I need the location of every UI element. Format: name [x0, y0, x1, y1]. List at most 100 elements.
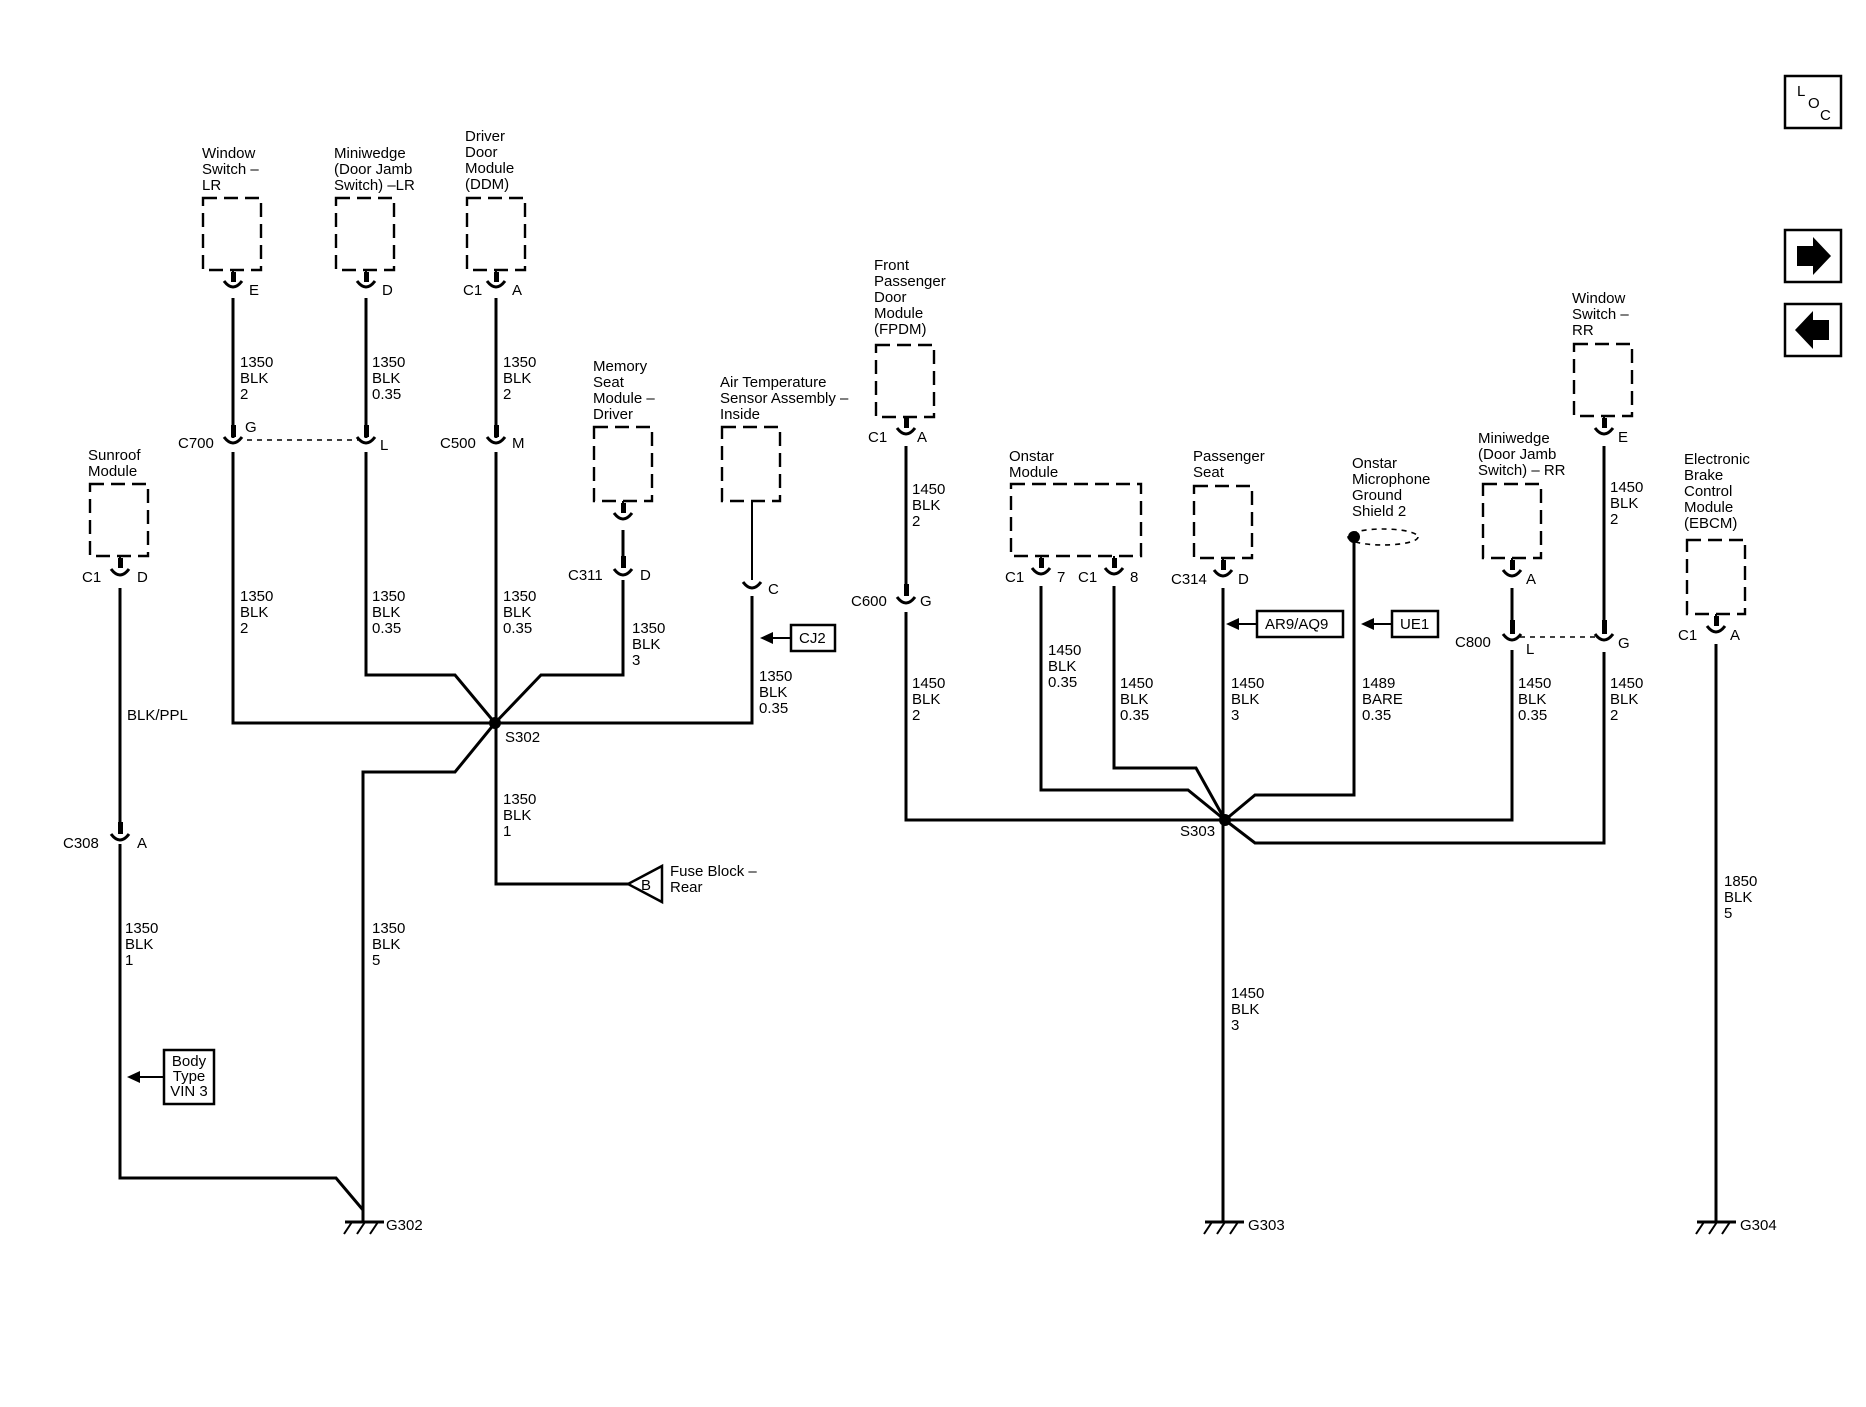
ddm-box — [465, 196, 527, 272]
svg-text:CJ2: CJ2 — [799, 630, 826, 647]
pin-l-c700: L — [380, 437, 388, 454]
pin-c314: C314 — [1171, 571, 1207, 588]
pin-e1: E — [249, 282, 259, 299]
ground-g302 — [343, 1210, 384, 1235]
loc-letter-c: C — [1820, 107, 1831, 124]
right-arrow-icon — [1797, 237, 1831, 275]
ground-g302-label: G302 — [386, 1217, 423, 1234]
pin-ebcm-c1: C1 — [1678, 627, 1697, 644]
pin-fpdm-c1: C1 — [868, 429, 887, 446]
pin-on-8: 8 — [1130, 569, 1138, 586]
ue1-ref[interactable]: UE1 — [1361, 609, 1440, 639]
forward-button[interactable] — [1783, 228, 1843, 284]
loc-button[interactable]: L O C — [1783, 74, 1843, 130]
pin-sun-c1: C1 — [82, 569, 101, 586]
pin-on-c1a: C1 — [1005, 569, 1024, 586]
pin-c700: C700 — [178, 435, 214, 452]
pin-c308-a: A — [137, 835, 147, 852]
splice-s303 — [1219, 814, 1231, 826]
pin-on-c1b: C1 — [1078, 569, 1097, 586]
pin-a1-ddm: A — [512, 282, 522, 299]
pin-fpdm-a: A — [917, 429, 927, 446]
loc-letter-o: O — [1808, 95, 1820, 112]
arrow-left-icon — [1361, 618, 1374, 630]
connector-marks-right — [895, 418, 1727, 642]
pin-c600-g: G — [920, 593, 932, 610]
splice-s303-label: S303 — [1180, 823, 1215, 840]
pin-c600: C600 — [851, 593, 887, 610]
window-switch-rr-box — [1572, 342, 1634, 418]
pin-m-c500: M — [512, 435, 525, 452]
pin-ebcm-a: A — [1730, 627, 1740, 644]
shield-terminal-dot — [1348, 531, 1360, 543]
ground-g303 — [1203, 1220, 1244, 1235]
pin-on-7: 7 — [1057, 569, 1065, 586]
pin-c311-d: D — [640, 567, 651, 584]
body-type-ref[interactable] — [127, 1048, 216, 1106]
loc-letter-l: L — [1797, 83, 1805, 100]
air-temp-box — [720, 425, 782, 503]
fuse-block-ref[interactable]: B — [625, 863, 664, 905]
miniwedge-lr-box — [334, 196, 396, 272]
sunroof-box — [88, 482, 150, 558]
label-fuse-block: Fuse Block –Rear — [670, 863, 757, 896]
pin-c1-ddm: C1 — [463, 282, 482, 299]
memory-seat-box — [592, 425, 654, 503]
passenger-seat-box — [1192, 484, 1254, 560]
pin-c311: C311 — [568, 567, 603, 584]
fpdm-box — [874, 343, 936, 419]
back-button[interactable] — [1783, 302, 1843, 358]
arrow-left-icon — [1226, 618, 1239, 630]
cj2-ref[interactable]: CJ2 — [760, 623, 837, 653]
pin-sun-d: D — [137, 569, 148, 586]
pin-rr-a: A — [1526, 571, 1536, 588]
pin-g-c700: G — [245, 419, 257, 436]
connector-marks-left — [109, 272, 763, 842]
svg-text:UE1: UE1 — [1400, 616, 1429, 633]
left-arrow-icon — [1795, 311, 1829, 349]
onstar-module-box — [1009, 482, 1143, 558]
ar9-aq9-ref[interactable]: AR9/AQ9 — [1226, 609, 1345, 639]
window-switch-lr-box — [201, 196, 263, 272]
pin-air-c: C — [768, 581, 779, 598]
pin-c308: C308 — [63, 835, 99, 852]
pin-d1: D — [382, 282, 393, 299]
wire-blk-ppl: BLK/PPL — [127, 707, 188, 724]
pin-rr-e: E — [1618, 429, 1628, 446]
ebcm-box — [1685, 538, 1747, 616]
pin-rr-g: G — [1618, 635, 1630, 652]
pin-c800: C800 — [1455, 634, 1491, 651]
ground-g303-label: G303 — [1248, 1217, 1285, 1234]
